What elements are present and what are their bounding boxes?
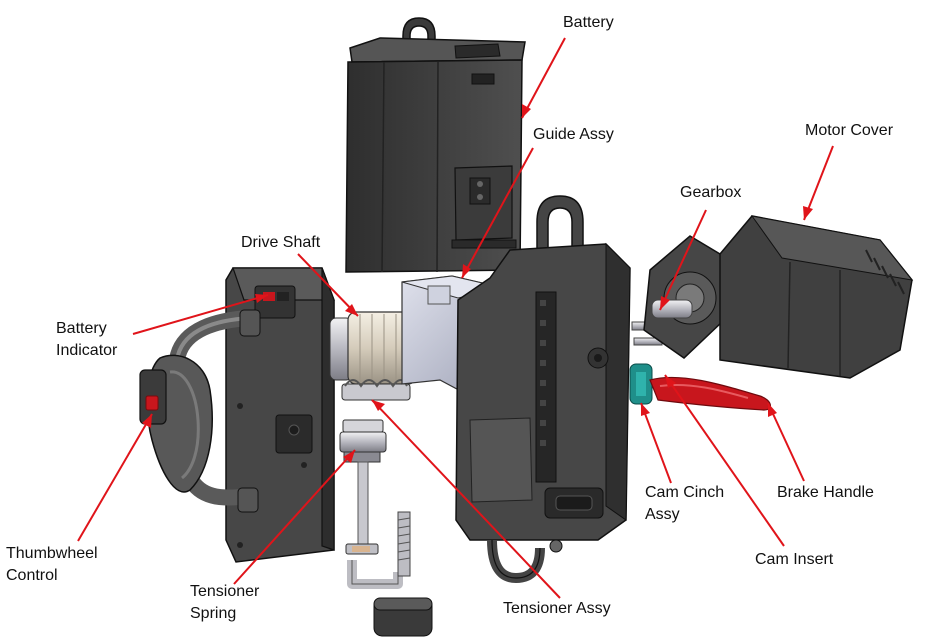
label-motor-cover: Motor Cover bbox=[805, 122, 894, 139]
leader-gearbox bbox=[659, 209, 707, 311]
arrowhead-gearbox bbox=[660, 296, 670, 310]
arrowhead-tensioner-assy bbox=[372, 400, 385, 411]
label-brake-handle: Brake Handle bbox=[777, 484, 874, 501]
arrowhead-battery-indicator bbox=[255, 294, 268, 303]
arrowhead-drive-shaft bbox=[345, 304, 358, 316]
center-housing-part bbox=[455, 195, 631, 584]
label-thumbwheel-control: Thumbwheel Control bbox=[6, 543, 98, 587]
label-tensioner-spring-line2: Spring bbox=[190, 605, 237, 622]
label-thumbwheel-line1: Thumbwheel bbox=[6, 545, 98, 562]
label-drive-shaft: Drive Shaft bbox=[241, 234, 321, 251]
leader-thumbwheel bbox=[77, 413, 153, 542]
arrowhead-battery bbox=[522, 104, 531, 118]
arrowhead-cam-insert bbox=[665, 375, 676, 388]
label-battery-indicator-line2: Indicator bbox=[56, 342, 118, 359]
label-guide-assy: Guide Assy bbox=[533, 126, 614, 143]
leader-guide-assy bbox=[461, 147, 534, 279]
tensioner-assy-part bbox=[339, 379, 433, 637]
label-tensioner-assy: Tensioner Assy bbox=[503, 600, 611, 617]
arrowhead-brake-handle bbox=[768, 403, 777, 417]
arrowhead-tensioner-spring bbox=[343, 450, 355, 463]
label-battery: Battery bbox=[563, 14, 614, 31]
label-gearbox: Gearbox bbox=[680, 184, 742, 201]
leader-drive-shaft bbox=[297, 253, 359, 317]
label-cam-cinch-line2: Assy bbox=[645, 506, 680, 523]
label-battery-indicator-line1: Battery bbox=[56, 320, 107, 337]
leader-tensioner-spring bbox=[233, 449, 356, 585]
gearbox-part bbox=[643, 235, 731, 359]
battery-part bbox=[345, 17, 526, 273]
handle-part bbox=[139, 309, 261, 513]
leader-cam-cinch bbox=[640, 402, 672, 484]
label-cam-insert: Cam Insert bbox=[755, 551, 834, 568]
leader-tensioner-assy bbox=[371, 399, 561, 599]
leader-battery-indicator bbox=[132, 294, 269, 335]
arrowhead-thumbwheel bbox=[142, 414, 152, 428]
label-cam-cinch-assy: Cam Cinch Assy bbox=[645, 482, 724, 526]
label-battery-indicator: Battery Indicator bbox=[56, 318, 117, 362]
label-thumbwheel-line2: Control bbox=[6, 567, 58, 584]
label-tensioner-spring-line1: Tensioner bbox=[190, 583, 260, 600]
arrowhead-cam-cinch bbox=[641, 403, 650, 416]
arrowhead-motor-cover bbox=[803, 206, 813, 220]
leader-brake-handle bbox=[767, 402, 805, 482]
leader-motor-cover bbox=[803, 145, 834, 221]
arrowhead-guide-assy bbox=[462, 264, 471, 278]
leader-battery bbox=[521, 37, 566, 119]
label-cam-cinch-line1: Cam Cinch bbox=[645, 484, 725, 501]
leader-cam-insert bbox=[664, 374, 785, 547]
label-tensioner-spring: Tensioner Spring bbox=[190, 581, 259, 625]
motor-cover-part bbox=[719, 215, 914, 379]
